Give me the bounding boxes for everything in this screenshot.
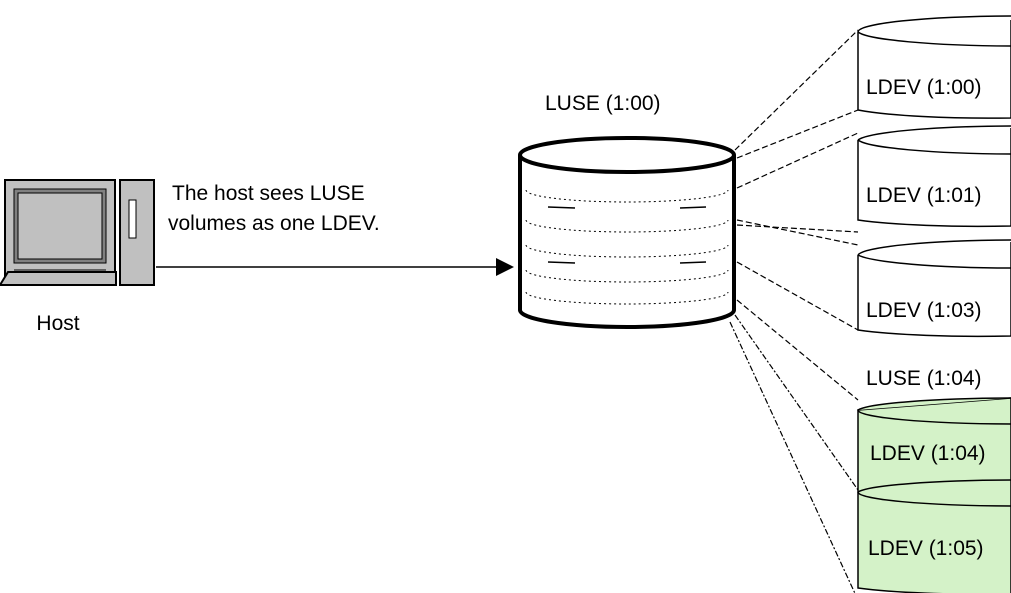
host-computer-icon [0, 179, 155, 286]
luse-sub-cylinder [857, 397, 1011, 593]
connector-low-1 [736, 261, 859, 331]
ldev-cylinder-3 [857, 239, 1011, 338]
host-caption-line1: The host sees LUSE [172, 182, 365, 205]
connector-mid-3 [736, 224, 859, 233]
ldev-label-3: LDEV (1:03) [866, 299, 982, 322]
luse-main-label: LUSE (1:00) [545, 92, 661, 115]
connector-top-2 [736, 109, 859, 159]
connector-top-1 [734, 29, 859, 151]
connector-low-2 [736, 299, 859, 401]
ldev-label-2: LDEV (1:01) [866, 184, 982, 207]
mapping-connectors [729, 29, 859, 593]
connector-mid-2 [736, 219, 859, 246]
ldev-cylinder-1 [857, 15, 1011, 119]
connector-low-4 [729, 321, 856, 593]
host-caption-line2: volumes as one LDEV. [168, 212, 380, 235]
luse-sub-ldev-label-1: LDEV (1:04) [870, 442, 986, 465]
connector-mid-1 [736, 132, 859, 189]
ldev-label-1: LDEV (1:00) [866, 76, 982, 99]
host-label: Host [36, 312, 79, 335]
luse-main-cylinder [518, 136, 736, 329]
host-to-luse-arrow [156, 258, 514, 276]
luse-sub-ldev-label-2: LDEV (1:05) [868, 537, 984, 560]
luse-sub-label: LUSE (1:04) [866, 367, 982, 390]
ldev-cylinder-2 [857, 125, 1011, 228]
connector-low-3 [734, 314, 859, 491]
